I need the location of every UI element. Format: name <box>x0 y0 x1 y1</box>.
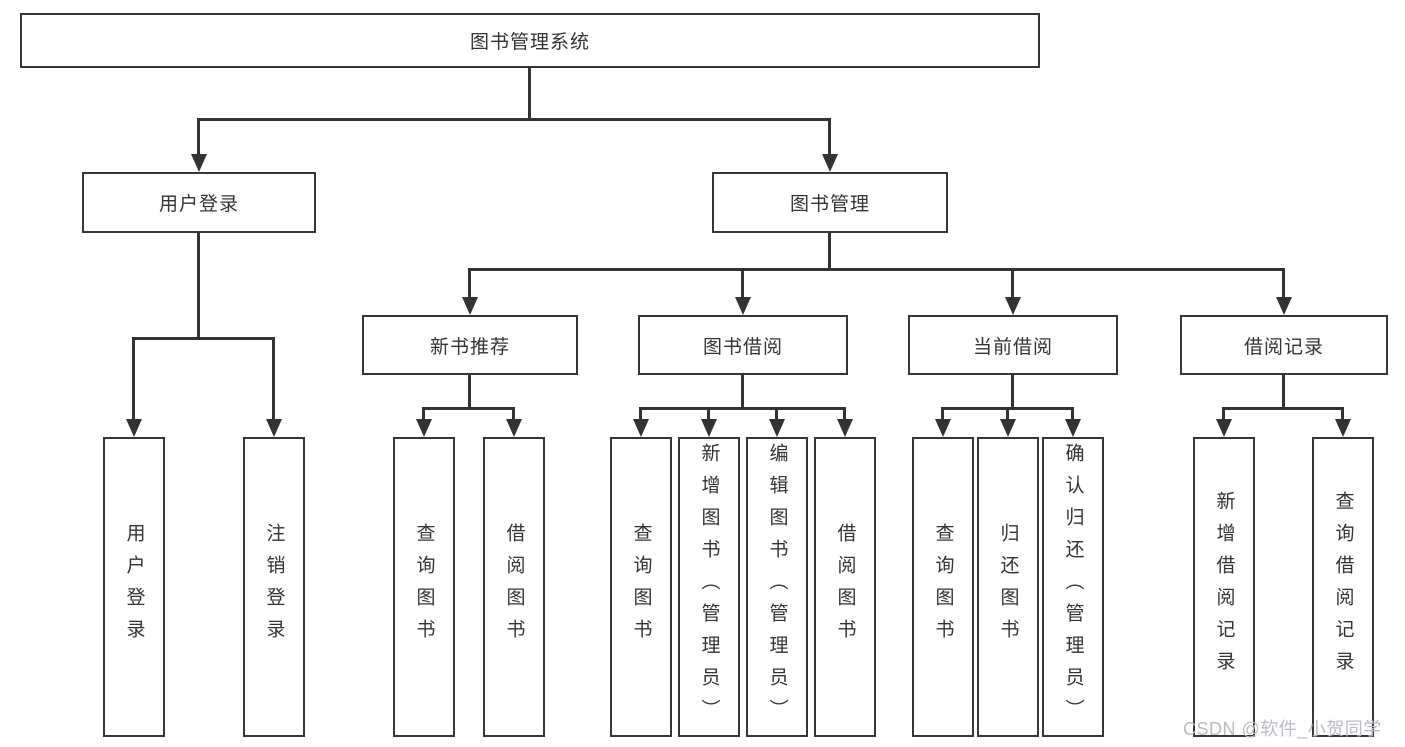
connector-to-level3 <box>1011 268 1014 311</box>
connector-recommend-stem <box>468 375 471 410</box>
connector-to-leaf <box>132 337 135 433</box>
arrow-down-icon <box>1065 419 1081 437</box>
leaf-add-borrow-record-label: 新增借阅记录 <box>1213 491 1235 683</box>
connector-user-login-rail <box>132 337 275 340</box>
arrow-down-icon <box>462 297 478 315</box>
connector-to-level3 <box>1282 268 1285 311</box>
connector-records-stem <box>1282 375 1285 410</box>
node-user-login: 用户登录 <box>82 172 316 233</box>
arrow-down-icon <box>633 419 649 437</box>
arrow-down-icon <box>1216 419 1232 437</box>
arrow-down-icon <box>837 419 853 437</box>
leaf-query-books-borrow: 查询图书 <box>610 437 672 737</box>
connector-root-rail <box>197 118 831 121</box>
arrow-down-icon <box>822 154 838 172</box>
leaf-return-books: 归还图书 <box>977 437 1039 737</box>
arrow-down-icon <box>1276 297 1292 315</box>
connector-records-rail <box>1222 407 1344 410</box>
connector-to-level3 <box>741 268 744 311</box>
arrow-down-icon <box>126 419 142 437</box>
leaf-edit-books-admin-label: 编辑图书（管理员） <box>766 443 788 731</box>
arrow-down-icon <box>416 419 432 437</box>
connector-borrowing-stem <box>741 375 744 410</box>
leaf-query-borrow-record: 查询借阅记录 <box>1312 437 1374 737</box>
connector-to-book-management <box>828 118 831 168</box>
arrow-down-icon <box>1335 419 1351 437</box>
connector-to-leaf <box>272 337 275 433</box>
leaf-add-books-admin: 新增图书（管理员） <box>678 437 740 737</box>
leaf-user-login: 用户登录 <box>103 437 165 737</box>
connector-to-level3 <box>468 268 471 311</box>
leaf-query-books-current: 查询图书 <box>912 437 974 737</box>
arrow-down-icon <box>506 419 522 437</box>
leaf-confirm-return-admin-label: 确认归还（管理员） <box>1062 443 1084 731</box>
leaf-query-books-borrow-label: 查询图书 <box>630 523 652 651</box>
arrow-down-icon <box>1000 419 1016 437</box>
leaf-edit-books-admin: 编辑图书（管理员） <box>746 437 808 737</box>
connector-recommend-rail <box>422 407 515 410</box>
leaf-add-borrow-record: 新增借阅记录 <box>1193 437 1255 737</box>
leaf-user-login-label: 用户登录 <box>123 523 145 651</box>
leaf-query-books-recommend-label: 查询图书 <box>413 523 435 651</box>
node-library-management-system: 图书管理系统 <box>20 13 1040 68</box>
leaf-add-books-admin-label: 新增图书（管理员） <box>698 443 720 731</box>
arrow-down-icon <box>735 297 751 315</box>
arrow-down-icon <box>701 419 717 437</box>
connector-user-login-stem <box>197 233 200 340</box>
connector-book-mgmt-rail <box>468 268 1285 271</box>
arrow-down-icon <box>266 419 282 437</box>
node-current-borrowing: 当前借阅 <box>908 315 1118 375</box>
leaf-borrow-books: 借阅图书 <box>814 437 876 737</box>
node-book-management: 图书管理 <box>712 172 948 233</box>
node-book-borrowing: 图书借阅 <box>638 315 848 375</box>
arrow-down-icon <box>1005 297 1021 315</box>
arrow-down-icon <box>769 419 785 437</box>
connector-current-stem <box>1011 375 1014 410</box>
connector-borrowing-rail <box>639 407 846 410</box>
connector-to-user-login <box>197 118 200 168</box>
connector-book-mgmt-stem <box>828 233 831 271</box>
leaf-borrow-books-recommend-label: 借阅图书 <box>503 523 525 651</box>
leaf-confirm-return-admin: 确认归还（管理员） <box>1042 437 1104 737</box>
leaf-query-books-current-label: 查询图书 <box>932 523 954 651</box>
arrow-down-icon <box>191 154 207 172</box>
leaf-return-books-label: 归还图书 <box>997 523 1019 651</box>
node-new-book-recommendation: 新书推荐 <box>362 315 578 375</box>
node-borrowing-records: 借阅记录 <box>1180 315 1388 375</box>
leaf-logout-label: 注销登录 <box>263 523 285 651</box>
leaf-query-borrow-record-label: 查询借阅记录 <box>1332 491 1354 683</box>
leaf-logout: 注销登录 <box>243 437 305 737</box>
leaf-query-books-recommend: 查询图书 <box>393 437 455 737</box>
arrow-down-icon <box>935 419 951 437</box>
csdn-watermark: CSDN @软件_小贺同学 <box>1183 719 1382 739</box>
connector-root-stem <box>528 68 531 121</box>
leaf-borrow-books-recommend: 借阅图书 <box>483 437 545 737</box>
leaf-borrow-books-label: 借阅图书 <box>834 523 856 651</box>
